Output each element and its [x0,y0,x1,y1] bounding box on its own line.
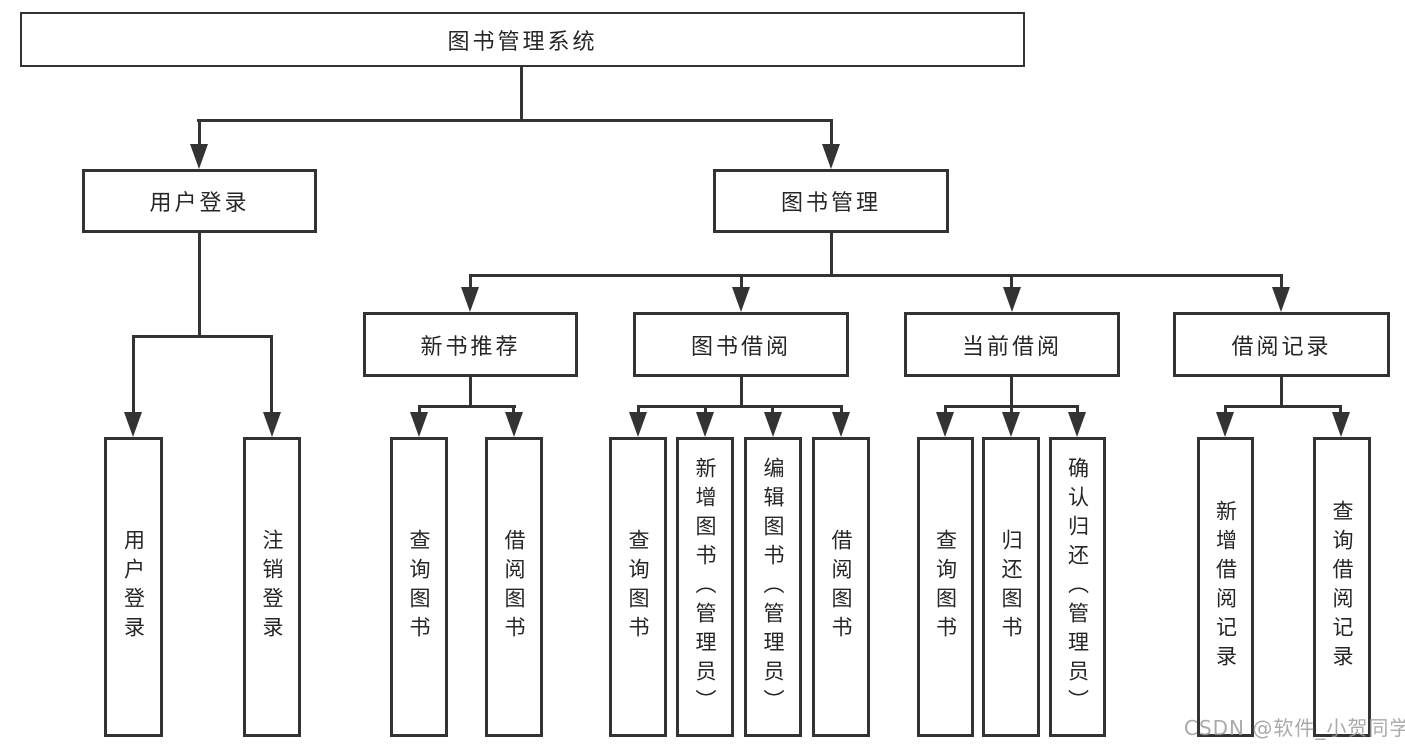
connector-drop-user-login [198,119,201,145]
arrow-down-icon [936,412,954,437]
connector-drop-leaf [771,405,774,414]
connector-drop-leaf [1010,405,1013,414]
arrow-down-icon [822,144,840,169]
leaf-label: 借阅图书 [502,529,527,645]
connector-drop-leaf [270,335,273,414]
connector-drop-leaf [704,405,707,414]
leaf-user-login: 用户登录 [104,437,163,737]
connector-drop-leaf [132,335,135,414]
node-label: 新书推荐 [420,334,521,360]
connector-user-login-stem [198,233,201,337]
leaf-label: 查询图书 [407,529,432,645]
node-library-management-system: 图书管理系统 [20,12,1025,67]
leaf-query-books-borrow: 查询图书 [609,437,667,737]
connector-drop-leaf [1339,405,1342,414]
leaf-edit-book-admin: 编辑图书（管理员） [744,437,802,737]
connector-book-management-stem [830,233,833,276]
connector-drop-new-book [469,274,472,289]
node-borrow-records: 借阅记录 [1173,312,1390,377]
connector-book-management-bar [469,274,1283,277]
arrow-down-icon [764,412,782,437]
connector-drop-book-management [830,119,833,145]
connector-book-borrow-stem [740,377,743,407]
leaf-label: 查询图书 [626,529,651,645]
node-label: 借阅记录 [1231,334,1332,360]
connector-borrow-records-bar [1224,405,1342,408]
node-book-borrow: 图书借阅 [633,312,849,377]
arrow-down-icon [1332,412,1350,437]
leaf-borrow-books-recommend: 借阅图书 [485,437,543,737]
arrow-down-icon [1068,412,1086,437]
arrow-down-icon [263,412,281,437]
arrow-down-icon [505,412,523,437]
arrow-down-icon [696,412,714,437]
leaf-query-borrow-record: 查询借阅记录 [1313,437,1371,737]
leaf-query-books-current: 查询图书 [917,437,974,737]
leaf-add-borrow-record: 新增借阅记录 [1197,437,1254,737]
arrow-down-icon [1002,412,1020,437]
node-label: 图书管理系统 [447,29,598,55]
leaf-query-books-recommend: 查询图书 [390,437,448,737]
connector-drop-book-borrow [740,274,743,289]
connector-user-login-bar [132,335,273,338]
connector-drop-leaf [1076,405,1079,414]
connector-drop-leaf [944,405,947,414]
watermark-text: CSDN @软件_小贺同学 [1184,716,1405,740]
leaf-label: 新增图书（管理员） [693,456,718,718]
arrow-down-icon [832,412,850,437]
connector-drop-leaf [637,405,640,414]
connector-book-borrow-bar [637,405,843,408]
leaf-label: 用户登录 [121,529,146,645]
leaf-label: 查询借阅记录 [1330,500,1355,674]
leaf-return-book: 归还图书 [982,437,1040,737]
node-label: 当前借阅 [961,334,1062,360]
connector-current-borrow-stem [1010,377,1013,407]
arrow-down-icon [1216,412,1234,437]
connector-new-book-stem [469,377,472,407]
arrow-down-icon [1272,287,1290,312]
leaf-label: 注销登录 [260,529,285,645]
connector-drop-leaf [512,405,515,414]
leaf-label: 归还图书 [999,529,1024,645]
arrow-down-icon [124,412,142,437]
leaf-confirm-return-admin: 确认归还（管理员） [1049,437,1106,737]
connector-root-stem [520,67,523,119]
arrow-down-icon [732,287,750,312]
connector-new-book-bar [418,405,516,408]
arrow-down-icon [1003,287,1021,312]
node-user-login: 用户登录 [82,169,317,233]
node-new-book-recommend: 新书推荐 [363,312,578,377]
connector-root-bar [197,119,833,122]
arrow-down-icon [629,412,647,437]
leaf-label: 编辑图书（管理员） [761,456,786,718]
connector-drop-leaf [1224,405,1227,414]
leaf-label: 借阅图书 [829,529,854,645]
node-book-management: 图书管理 [713,169,949,233]
connector-borrow-records-stem [1280,377,1283,407]
connector-drop-leaf [418,405,421,414]
arrow-down-icon [190,144,208,169]
connector-drop-current-borrow [1010,274,1013,289]
leaf-label: 确认归还（管理员） [1065,456,1090,718]
connector-drop-leaf [840,405,843,414]
leaf-logout: 注销登录 [243,437,301,737]
connector-drop-borrow-records [1280,274,1283,289]
node-label: 图书管理 [780,191,881,216]
arrow-down-icon [410,412,428,437]
leaf-borrow-books: 借阅图书 [812,437,870,737]
arrow-down-icon [461,287,479,312]
node-label: 用户登录 [149,191,250,216]
node-label: 图书借阅 [690,334,791,360]
leaf-label: 新增借阅记录 [1213,500,1238,674]
leaf-add-book-admin: 新增图书（管理员） [676,437,734,737]
leaf-label: 查询图书 [933,529,958,645]
node-current-borrow: 当前借阅 [904,312,1120,377]
